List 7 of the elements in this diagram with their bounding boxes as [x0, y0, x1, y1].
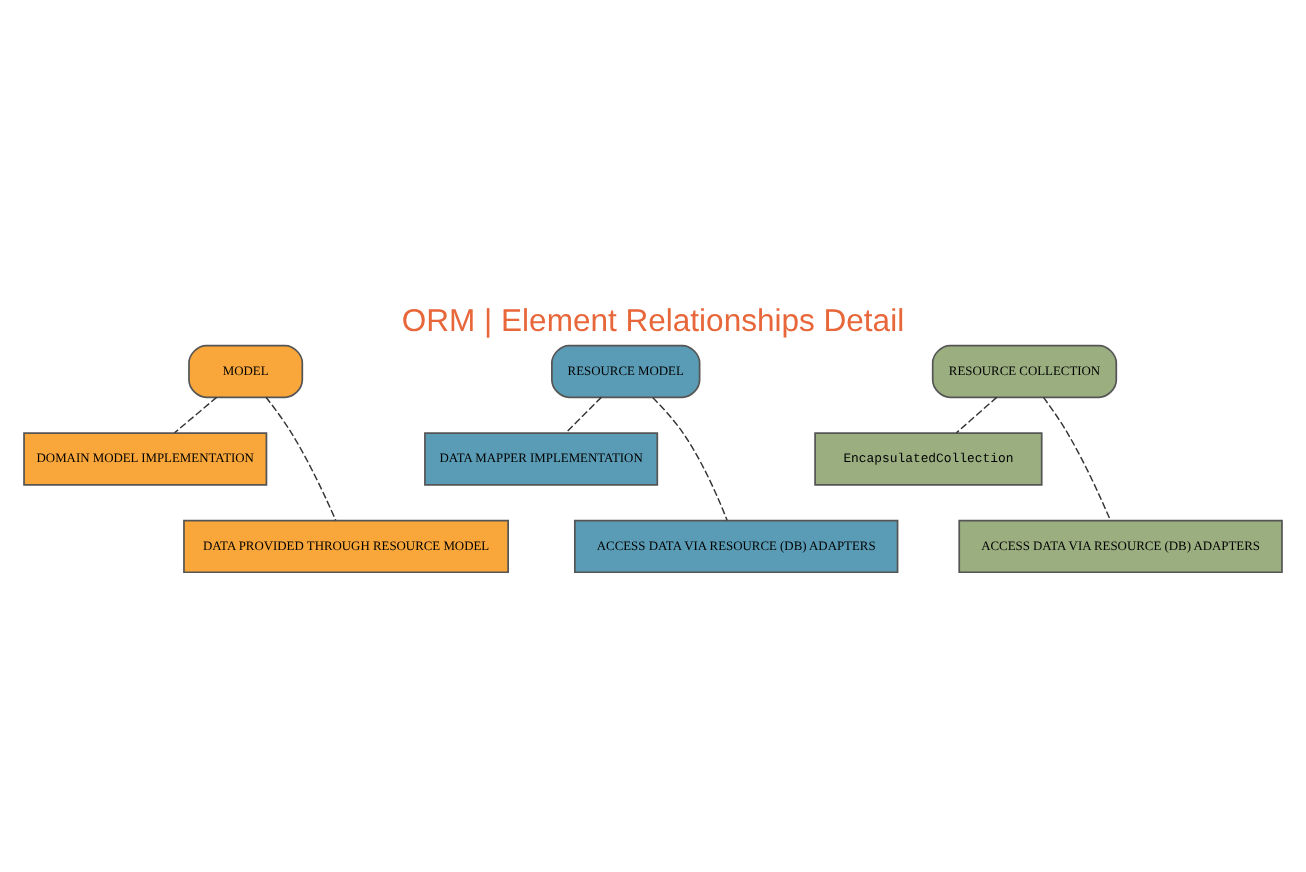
connector: [955, 396, 998, 434]
connector: [173, 396, 218, 434]
connector: [1042, 396, 1112, 522]
connector: [652, 397, 728, 521]
connector: [565, 396, 602, 434]
connector: [265, 396, 337, 521]
diagram-title: ORM | Element Relationships Detail: [401, 304, 905, 339]
